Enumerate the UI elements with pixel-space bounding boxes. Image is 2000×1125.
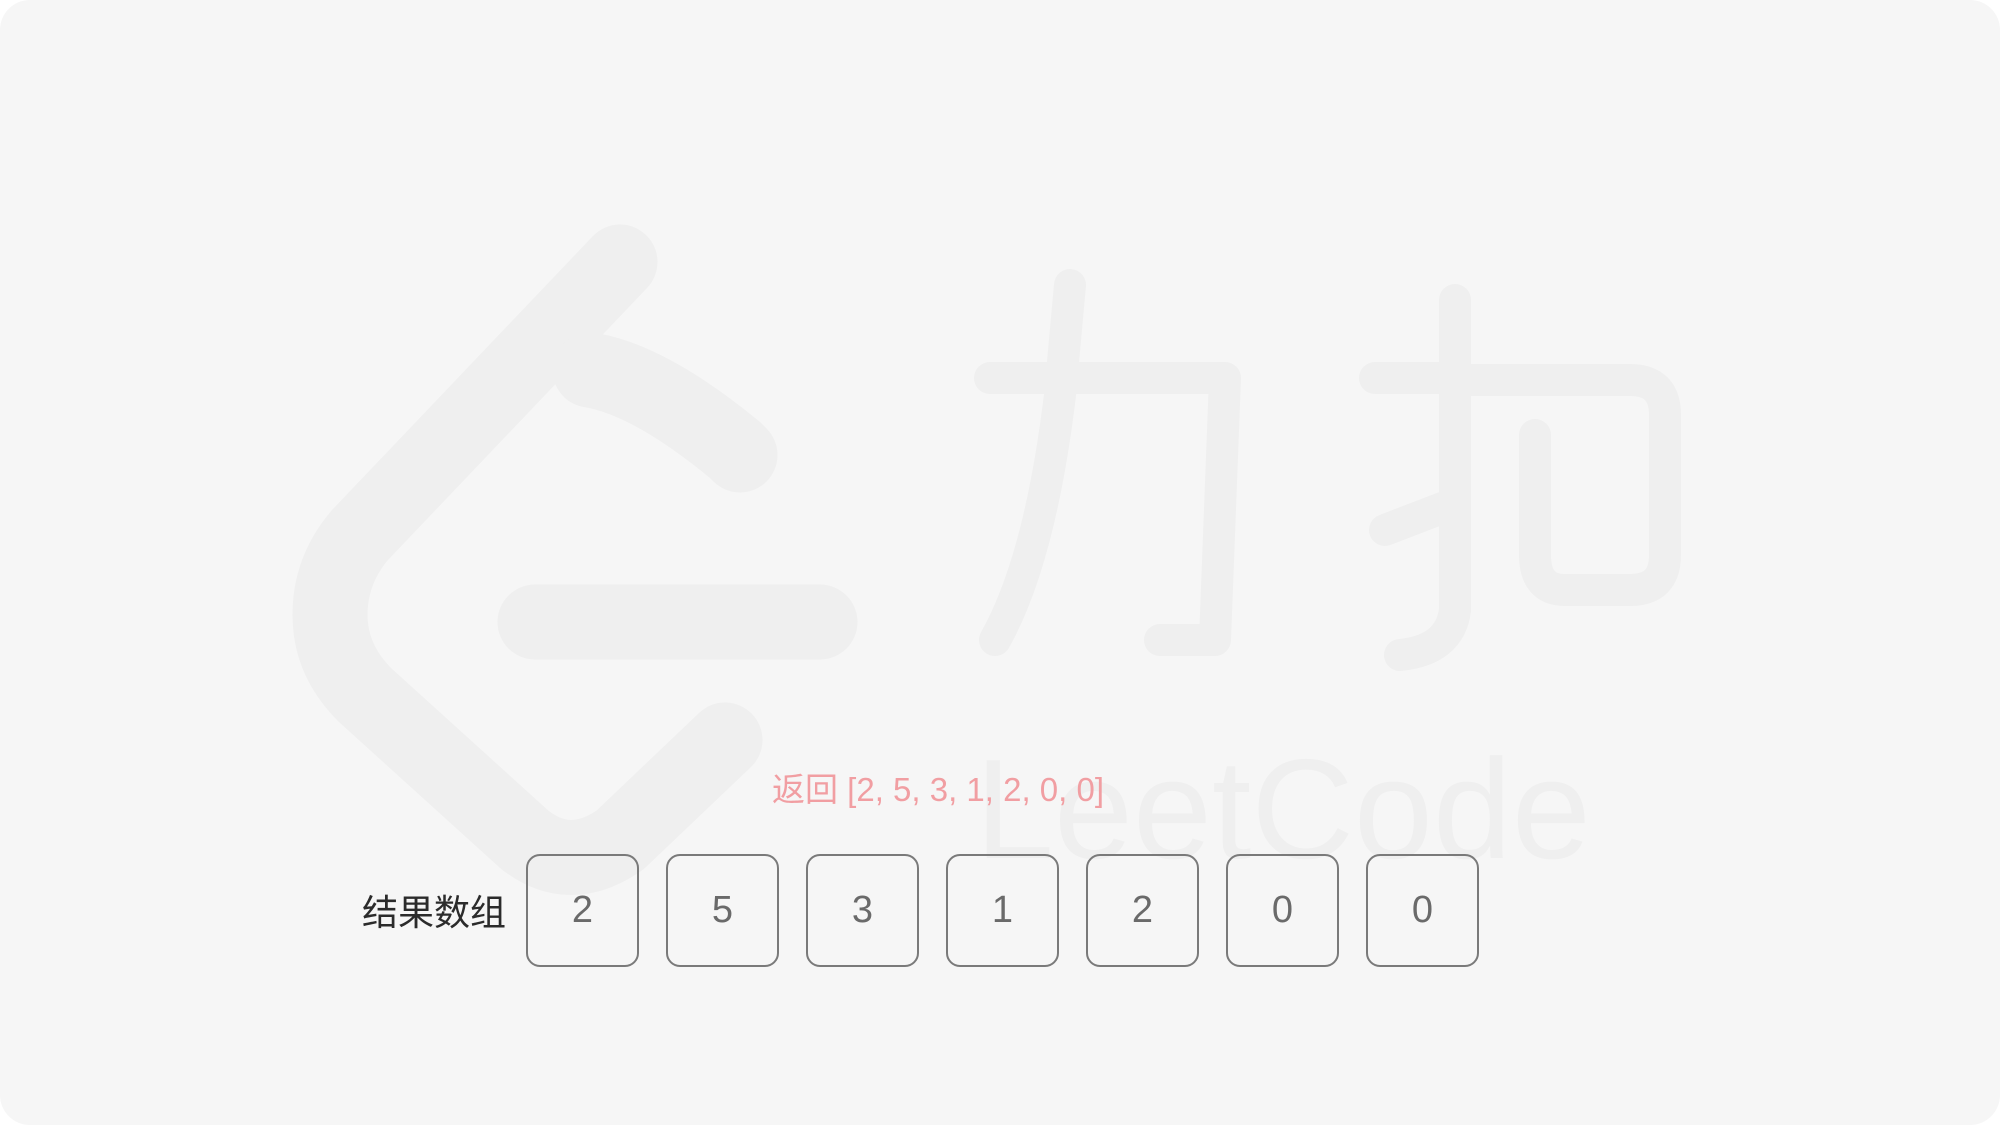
return-statement: 返回 [2, 5, 3, 1, 2, 0, 0] <box>772 771 1104 808</box>
array-cell-3: 1 <box>946 854 1059 967</box>
watermark-logo-text: LeetCode <box>975 730 1591 889</box>
array-cell-2: 3 <box>806 854 919 967</box>
brand-glyph-li-icon <box>974 269 1241 656</box>
array-cell-5: 0 <box>1226 854 1339 967</box>
leetcode-logo-icon <box>292 224 858 895</box>
result-array-label: 结果数组 <box>362 892 507 933</box>
result-array: 2 5 3 1 2 0 0 <box>526 854 1479 967</box>
array-cell-1: 5 <box>666 854 779 967</box>
array-cell-6: 0 <box>1366 854 1479 967</box>
array-cell-4: 2 <box>1086 854 1199 967</box>
brand-glyph-kou-icon <box>1359 284 1681 671</box>
array-cell-0: 2 <box>526 854 639 967</box>
